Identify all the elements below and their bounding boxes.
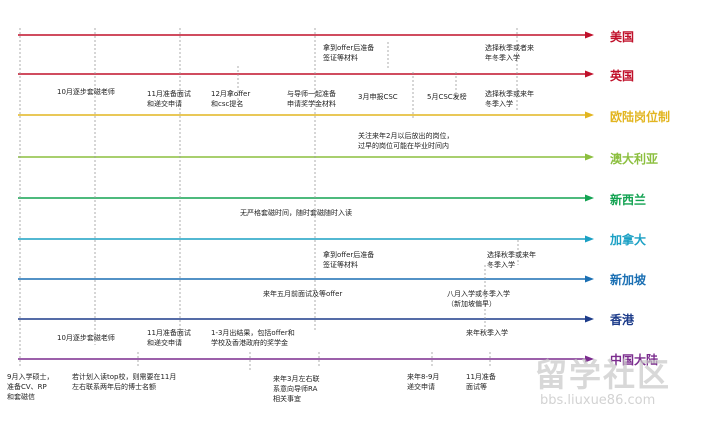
note-uk-interview: 11月准备面试和递交申请: [147, 90, 191, 108]
note-ca-offer: 拿到offer后准备签证等材料: [323, 251, 375, 269]
note-uk-march: 3月申报CSC: [358, 93, 398, 101]
note-us-autumn: 选择秋季或者来年冬季入学: [485, 44, 534, 62]
label-ca: 加拿大: [610, 233, 647, 247]
note-nz: 无严格套磁时间，随时套磁随时入读: [240, 209, 352, 217]
note-uk-autumn: 选择秋季或来年冬季入学: [485, 90, 534, 108]
label-eu: 欧陆岗位制: [610, 110, 671, 124]
note-uk-scholar: 与导师一起准备申请奖学金材料: [287, 90, 336, 108]
label-au: 澳大利亚: [610, 152, 659, 166]
timeline-arrow-sg: [585, 275, 594, 283]
note-uk-may: 5月CSC发榜: [427, 93, 467, 101]
note-hk-autumn: 来年秋季入学: [466, 329, 508, 337]
note-sg-intake: 八月入学或冬季入学（新加坡偏早）: [447, 290, 510, 308]
label-hk: 香港: [610, 313, 635, 327]
note-sg-interview: 来年五月前面试及等offer: [263, 290, 343, 298]
timeline-arrow-cn: [585, 355, 594, 363]
note-eu: 关注来年2月以后放出的岗位，过早的岗位可能在毕业时间内: [358, 132, 454, 150]
label-nz: 新西兰: [610, 193, 647, 207]
note-uk-contact: 10月逐步套磁老师: [57, 88, 115, 96]
timeline-arrow-us: [585, 31, 594, 39]
label-uk: 英国: [610, 69, 635, 83]
label-us: 美国: [610, 30, 635, 44]
note-cn-apply: 来年8-9月递交申请: [407, 373, 440, 391]
timeline-arrow-eu: [585, 111, 594, 119]
note-cn-plan: 若计划入读top校，则需要在11月左右联系两年后的博士名额: [72, 373, 177, 391]
note-hk-result: 1-3月出结果，包括offer和学校及香港政府的奖学金: [211, 329, 295, 347]
note-hk-interview: 11月准备面试和递交申请: [147, 329, 191, 347]
timeline-arrow-ca: [585, 235, 594, 243]
timeline-arrow-uk: [585, 70, 594, 78]
note-ca-autumn: 选择秋季或来年冬季入学: [487, 251, 536, 269]
label-sg: 新加坡: [610, 273, 647, 287]
note-hk-contact: 10月逐步套磁老师: [57, 334, 115, 342]
watermark-brand: 留学社区: [535, 356, 672, 394]
timeline-arrow-hk: [585, 315, 594, 323]
note-us-offer: 拿到offer后准备签证等材料: [323, 44, 375, 62]
watermark-url: bbs.liuxue86.com: [540, 393, 656, 408]
timeline-arrow-au: [585, 153, 594, 161]
note-cn-interview: 11月准备面试等: [466, 373, 496, 391]
label-cn: 中国大陆: [610, 353, 659, 367]
timeline-arrow-nz: [585, 194, 594, 202]
